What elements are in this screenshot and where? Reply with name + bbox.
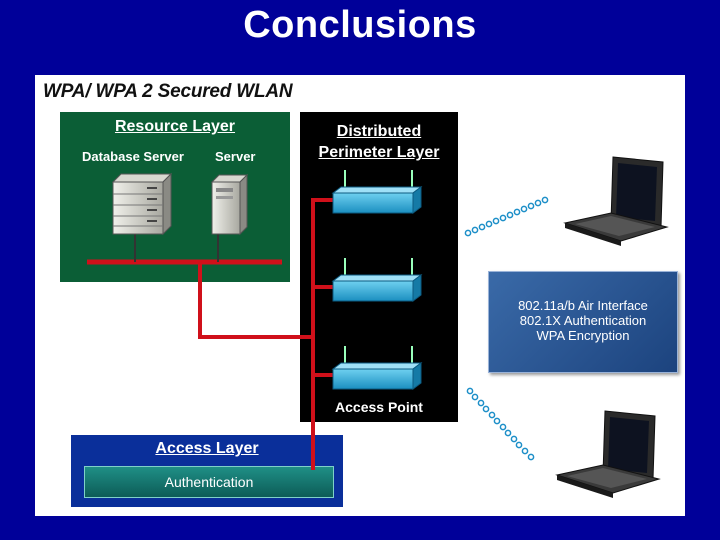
wireless-signal-icon <box>466 387 535 461</box>
server-label: Server <box>215 149 256 164</box>
database-server-label: Database Server <box>82 149 184 164</box>
wireless-signal-icon <box>464 196 549 237</box>
perimeter-trunk-link <box>311 198 333 470</box>
resource-to-perimeter-link <box>198 262 313 339</box>
access-point-icon <box>331 170 423 214</box>
perimeter-title-line2: Perimeter Layer <box>318 144 440 161</box>
perimeter-layer-title: Distributed Perimeter Layer <box>300 121 458 163</box>
air-interface-line1: 802.11a/b Air Interface <box>518 298 648 313</box>
resource-layer: Resource Layer Database Server Server <box>60 112 290 282</box>
database-server-icon <box>111 172 173 236</box>
slide-title: Conclusions <box>243 4 477 46</box>
laptop-icon <box>563 156 669 246</box>
laptop-icon <box>555 410 661 498</box>
perimeter-title-line1: Distributed <box>336 123 422 140</box>
access-point-label: Access Point <box>335 399 423 415</box>
access-layer-title: Access Layer <box>155 440 259 457</box>
air-interface-line3: WPA Encryption <box>536 328 630 343</box>
diagram-panel: WPA/ WPA 2 Secured WLAN Resource Layer D… <box>35 75 685 516</box>
access-layer: Access Layer Authentication <box>71 435 343 507</box>
diagram-title: WPA/ WPA 2 Secured WLAN <box>43 81 293 102</box>
access-point-icon <box>331 258 423 302</box>
resource-layer-title: Resource Layer <box>114 118 236 135</box>
diagram-graphics <box>87 156 669 498</box>
authentication-button[interactable]: Authentication <box>84 466 334 498</box>
access-point-icon <box>331 346 423 390</box>
air-interface-line2: 802.1X Authentication <box>519 313 647 328</box>
network-links <box>87 198 333 470</box>
server-icon <box>210 173 249 236</box>
air-interface-box: 802.11a/b Air Interface 802.1X Authentic… <box>488 271 678 373</box>
